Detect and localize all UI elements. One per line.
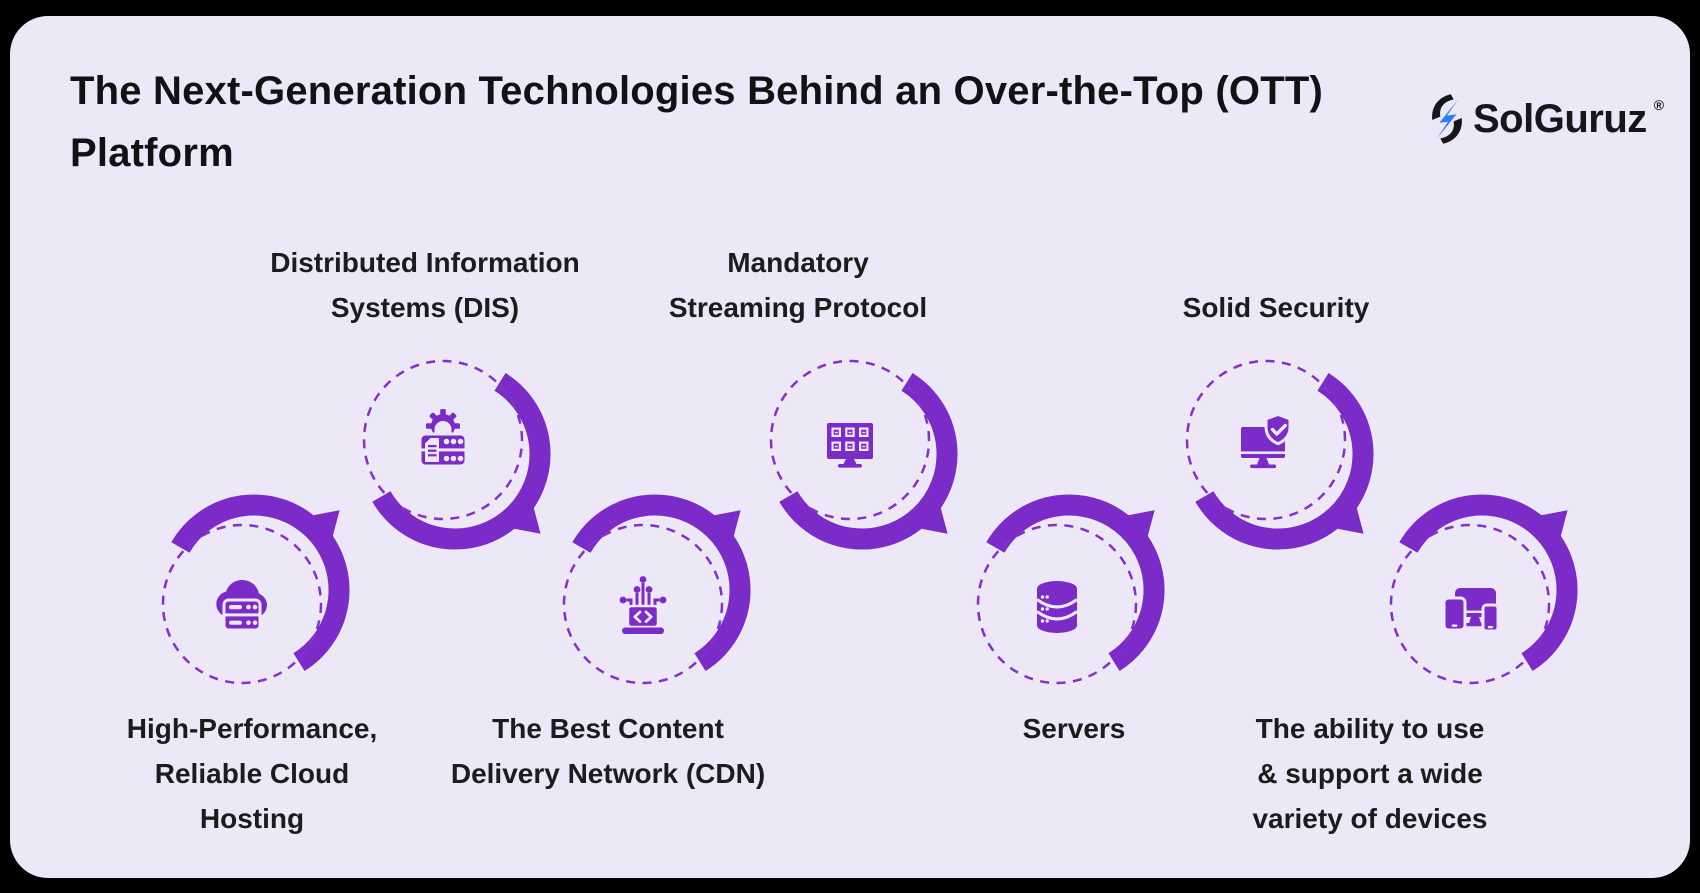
tech-item-streaming-protocol	[750, 338, 970, 558]
tech-item-servers	[957, 486, 1177, 706]
item-label-security: Solid Security	[1182, 292, 1370, 323]
cycle-arrow-decoration	[1389, 494, 1578, 685]
multi-device-icon	[1442, 588, 1500, 633]
tech-item-dis	[343, 338, 563, 558]
tech-item-security	[1166, 338, 1386, 558]
registered-mark: ®	[1653, 97, 1665, 113]
brand-logo: SolGuruz ®	[1428, 92, 1664, 146]
item-label-cdn: The Best Content Delivery Network (CDN)	[450, 713, 766, 789]
tech-item-cloud-hosting	[142, 486, 362, 706]
secure-monitor-icon	[1241, 412, 1292, 469]
page-title: The Next-Generation Technologies Behind …	[70, 69, 1324, 175]
item-label-streaming-protocol: Mandatory Streaming Protocol	[668, 247, 928, 323]
laptop-code-icon	[619, 576, 667, 634]
item-label-servers: Servers	[1022, 713, 1126, 744]
brand-name: SolGuruz	[1473, 96, 1647, 141]
cycle-arrow-decoration	[1185, 359, 1374, 550]
screen-grid-icon	[827, 423, 873, 468]
cycle-arrow-decoration	[562, 494, 751, 685]
item-label-devices: The ability to use & support a wide vari…	[1252, 713, 1488, 834]
cycle-arrow-decoration	[769, 359, 958, 550]
tech-item-cdn	[543, 486, 763, 706]
infographic-card: The Next-Generation Technologies Behind …	[10, 16, 1690, 878]
tech-item-devices	[1370, 486, 1590, 706]
gear-server-icon	[418, 409, 468, 468]
item-label-cloud-hosting: High-Performance, Reliable Cloud Hosting	[126, 713, 378, 834]
cycle-arrow-decoration	[362, 359, 551, 550]
cloud-server-icon	[216, 579, 267, 632]
cycle-arrow-decoration	[161, 494, 350, 685]
cycle-arrow-decoration	[976, 494, 1165, 685]
database-icon	[1036, 581, 1078, 633]
item-label-dis: Distributed Information Systems (DIS)	[270, 247, 580, 323]
solguruz-logo-icon	[1432, 94, 1462, 144]
